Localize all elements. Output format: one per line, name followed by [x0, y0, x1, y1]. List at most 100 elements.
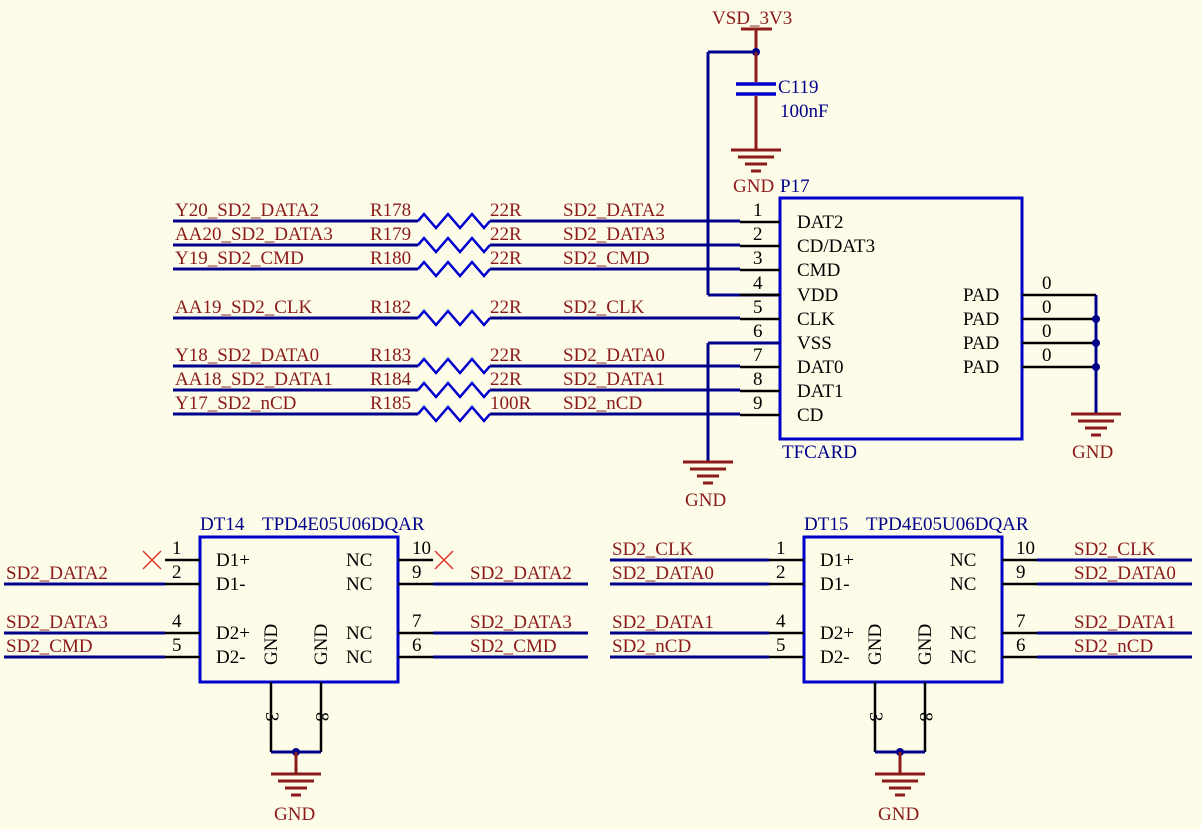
resistor-ref: R183: [370, 345, 411, 366]
tfcard-pad-number: 0: [1042, 345, 1052, 366]
esd-gnd-label: GND: [878, 804, 919, 825]
tfcard-pin-number: 4: [753, 273, 763, 294]
esd-pin-name: D2+: [216, 623, 250, 644]
esd-net-label: SD2_DATA2: [470, 563, 572, 584]
resistor-value: 22R: [490, 248, 522, 269]
resistor-ref: R184: [370, 369, 412, 390]
esd-pin-number: 6: [412, 635, 422, 656]
esd-gnd-pin-name: GND: [915, 624, 936, 665]
esd-pin-name: D2-: [820, 647, 850, 668]
vss-ground-label: GND: [685, 490, 726, 511]
esd-gnd-label: GND: [274, 804, 315, 825]
esd-pin-name: NC: [346, 574, 372, 595]
tfcard-pin-number: 1: [753, 200, 763, 221]
tfcard-pad-number: 0: [1042, 273, 1052, 294]
resistor-port-label: Y18_SD2_DATA0: [175, 345, 319, 366]
tfcard-pad-number: 0: [1042, 297, 1052, 318]
tfcard-pin-number: 9: [753, 393, 763, 414]
tfcard-pin-number: 6: [753, 321, 763, 342]
esd-net-label: SD2_nCD: [612, 636, 691, 657]
resistor-zigzag: [417, 405, 491, 423]
esd-pin-number: 6: [1016, 635, 1026, 656]
resistor-port-label: AA19_SD2_CLK: [175, 297, 313, 318]
esd-pin-number: 7: [412, 611, 422, 632]
tfcard-pin-name: VSS: [797, 333, 832, 354]
esd-pin-number: 4: [776, 611, 786, 632]
tfcard-pin-name: DAT2: [797, 212, 843, 233]
resistor-port-label: AA18_SD2_DATA1: [175, 369, 333, 390]
resistor-zigzag: [417, 309, 491, 327]
resistor-port-label: Y17_SD2_nCD: [175, 393, 296, 414]
esd-net-label: SD2_nCD: [1074, 636, 1153, 657]
resistor-net-label: SD2_DATA0: [563, 345, 665, 366]
esd-pin-name: D1-: [820, 574, 850, 595]
esd-pin-number: 9: [412, 562, 422, 583]
tfcard-pad-number: 0: [1042, 321, 1052, 342]
esd-pin-name: D2+: [820, 623, 854, 644]
esd-pin-name: NC: [950, 623, 976, 644]
resistor-net-label: SD2_nCD: [563, 393, 642, 414]
esd-pin-name: NC: [346, 623, 372, 644]
esd-pin-name: D1+: [216, 550, 250, 571]
esd-net-label: SD2_DATA0: [612, 563, 714, 584]
tfcard-ref: P17: [780, 176, 810, 197]
resistor-ref: R178: [370, 200, 411, 221]
resistor-zigzag: [417, 260, 491, 278]
resistor-net-label: SD2_DATA2: [563, 200, 665, 221]
pad-junction: [1092, 339, 1100, 347]
tfcard-pin-name: CD: [797, 405, 823, 426]
power-section: VSD_3V3 C119 100nF GND: [706, 8, 829, 297]
esd-part: TPD4E05U06DQAR: [866, 514, 1029, 535]
resistor-ref: R179: [370, 224, 411, 245]
tfcard-pad-name: PAD: [963, 357, 999, 378]
pad-ground-symbol: [1071, 412, 1121, 437]
resistor-port-label: AA20_SD2_DATA3: [175, 224, 333, 245]
resistor-net-label: SD2_CMD: [563, 248, 650, 269]
resistor-zigzag: [417, 357, 491, 375]
resistor-zigzag: [417, 212, 491, 230]
resistor-value: 22R: [490, 224, 522, 245]
tfcard-pin-number: 8: [753, 369, 763, 390]
tfcard-pad-name: PAD: [963, 333, 999, 354]
resistor-value: 22R: [490, 200, 522, 221]
resistor-ref: R180: [370, 248, 411, 269]
no-connect-mark: [142, 550, 162, 570]
esd-pin-name: NC: [950, 647, 976, 668]
esd-gnd-pin-name: GND: [261, 624, 282, 665]
esd-pin-name: NC: [950, 574, 976, 595]
esd-net-label: SD2_CMD: [6, 636, 93, 657]
tfcard-footprint: TFCARD: [782, 442, 857, 463]
esd-pin-number: 2: [776, 562, 786, 583]
esd-gnd-pin-name: GND: [865, 624, 886, 665]
tfcard-pins: 1DAT22CD/DAT33CMD4VDD5CLK6VSS7DAT08DAT19…: [740, 200, 875, 426]
esd-part: TPD4E05U06DQAR: [262, 514, 425, 535]
esd-pin-name: NC: [346, 647, 372, 668]
tfcard-pin-number: 5: [753, 297, 763, 318]
esd-pin-name: NC: [346, 550, 372, 571]
esd-pin-number: 1: [776, 538, 786, 559]
esd-pin-number: 4: [172, 611, 182, 632]
esd-net-label: SD2_CMD: [470, 636, 557, 657]
cap-ground-symbol: [731, 148, 781, 173]
resistor-zigzag: [417, 381, 491, 399]
tfcard-pin-number: 2: [753, 224, 763, 245]
tfcard-pin-name: CD/DAT3: [797, 236, 875, 257]
pad-junction: [1092, 315, 1100, 323]
esd-net-label: SD2_DATA1: [612, 612, 714, 633]
esd-pin-number: 2: [172, 562, 182, 583]
tfcard-pad-name: PAD: [963, 309, 999, 330]
esd-pin-number: 9: [1016, 562, 1026, 583]
tfcard-pin-name: DAT1: [797, 381, 843, 402]
resistor-value: 100R: [490, 393, 532, 414]
esd-net-label: SD2_DATA1: [1074, 612, 1176, 633]
tfcard-pin-number: 3: [753, 248, 763, 269]
esd-gnd-pin-number: 3: [865, 712, 886, 722]
tfcard-pin-name: CMD: [797, 260, 840, 281]
esd-net-label: SD2_CLK: [612, 539, 694, 560]
esd-ref: DT15: [804, 514, 848, 535]
resistor-ref: R185: [370, 393, 411, 414]
esd-net-label: SD2_DATA3: [470, 612, 572, 633]
